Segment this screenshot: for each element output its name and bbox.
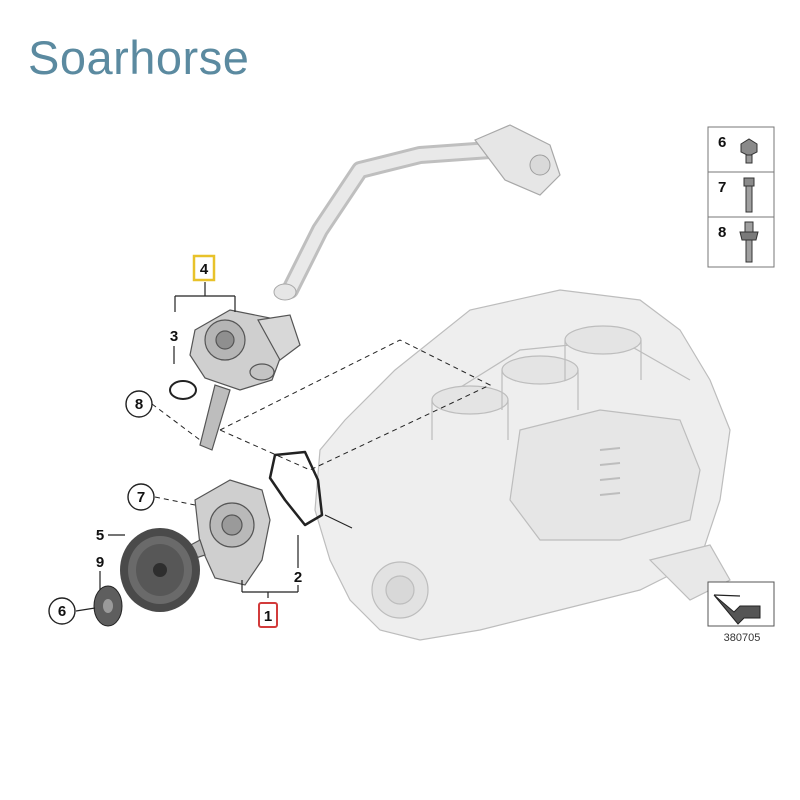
callout-7: 7	[127, 483, 155, 511]
thermostat-housing	[189, 309, 301, 451]
gasket	[268, 450, 324, 527]
o-ring-small	[169, 380, 197, 400]
callout-7-label: 7	[137, 489, 145, 506]
callout-8-label: 8	[135, 396, 143, 413]
water-pump	[184, 479, 271, 586]
dashed-leader-lines	[151, 339, 492, 506]
fastener-legend: 6 7 8	[707, 126, 775, 268]
callout-5-label: 5	[96, 527, 104, 544]
view-direction-icon	[707, 581, 775, 627]
coolant-pipe	[273, 124, 561, 301]
legend-item-7-label: 7	[718, 179, 726, 196]
flange-bolt-icon	[740, 138, 758, 164]
flange-washer	[93, 585, 123, 627]
hex-bolt-icon	[743, 177, 755, 213]
callout-1-label: 1	[264, 608, 272, 625]
pulley	[120, 528, 200, 612]
callout-6: 6	[48, 597, 76, 625]
callout-3-label: 3	[170, 328, 178, 345]
gasket-leader	[324, 514, 353, 529]
engine-block	[314, 289, 731, 641]
stud-bolt-icon	[739, 221, 759, 263]
brand-watermark: Soarhorse	[28, 31, 250, 84]
legend-item-8-label: 8	[718, 224, 726, 241]
diagram-reference-number: 380705	[724, 632, 761, 644]
callout-9-label: 9	[96, 554, 104, 571]
legend-item-6-label: 6	[718, 134, 726, 151]
callout-8: 8	[125, 390, 153, 418]
callout-4: 4	[192, 254, 216, 282]
callout-1: 1	[258, 602, 278, 628]
callout-6-label: 6	[58, 603, 66, 620]
callout-brackets	[75, 282, 299, 612]
callout-2-label: 2	[294, 569, 302, 586]
callout-4-label: 4	[200, 261, 209, 278]
